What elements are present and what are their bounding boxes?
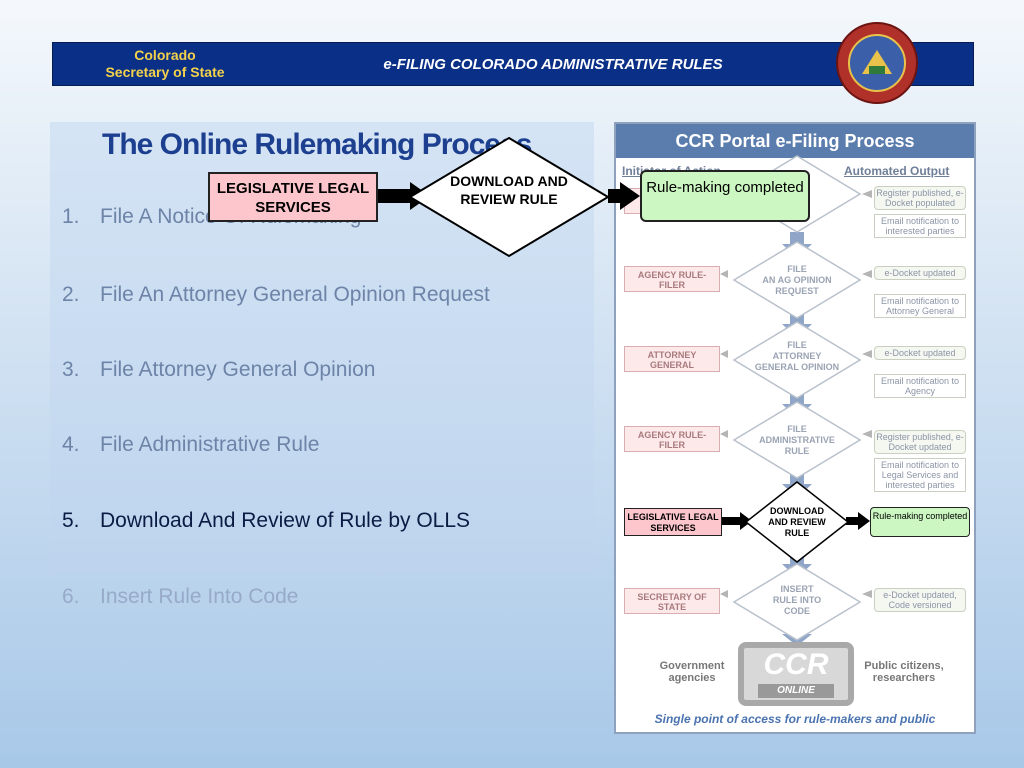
output-box-row-6: e-Docket updated, Code versioned bbox=[874, 588, 966, 612]
portal-title: CCR Portal e-Filing Process bbox=[616, 124, 974, 158]
public-citizens-label: Public citizens, researchers bbox=[864, 660, 944, 684]
process-line-3: GENERAL OPINION bbox=[754, 362, 840, 372]
step-item-6: 6. Insert Rule Into Code bbox=[62, 585, 602, 609]
step-number: 3. bbox=[62, 358, 80, 381]
process-line-1: DOWNLOAD bbox=[770, 506, 824, 516]
process-diamond-row-2 bbox=[732, 241, 862, 319]
org-name: Colorado Secretary of State bbox=[53, 47, 277, 81]
portal-diagram: CCR Portal e-Filing Process Initiator of… bbox=[614, 122, 976, 734]
process-line-2: ADMINISTRATIVE bbox=[759, 435, 835, 445]
header-bar: Colorado Secretary of State e-FILING COL… bbox=[52, 42, 974, 86]
step-label: Insert Rule Into Code bbox=[100, 585, 299, 608]
output-box-row-4a: Register published, e-Docket updated bbox=[874, 430, 966, 454]
slide-title: The Online Rulemaking Process bbox=[102, 128, 532, 161]
process-diamond-row-5 bbox=[744, 481, 850, 563]
output-box-row-5: Rule-making completed bbox=[870, 507, 970, 537]
step-item-5: 5. Download And Review of Rule by OLLS bbox=[62, 509, 602, 533]
ccr-online-logo: CCR ONLINE bbox=[738, 642, 854, 706]
step-label: Download And Review of Rule by OLLS bbox=[100, 509, 471, 532]
process-line-1: FILE bbox=[787, 264, 807, 274]
process-label-row-5: DOWNLOAD AND REVIEW RULE bbox=[756, 506, 838, 539]
process-label-row-6: INSERT RULE INTO CODE bbox=[752, 584, 842, 617]
process-diamond-row-6 bbox=[732, 563, 862, 641]
process-line-2: RULE INTO bbox=[772, 595, 822, 605]
process-line-3: RULE bbox=[784, 446, 810, 456]
logo-subtext: ONLINE bbox=[758, 684, 834, 698]
process-line-2: ATTORNEY bbox=[772, 351, 822, 361]
process-line-2: AND REVIEW bbox=[768, 517, 826, 527]
process-line-1: FILE bbox=[787, 424, 807, 434]
process-line-1: FILE bbox=[787, 340, 807, 350]
org-line-2: Secretary of State bbox=[105, 64, 225, 80]
step-number: 4. bbox=[62, 433, 80, 456]
org-line-1: Colorado bbox=[134, 47, 196, 63]
process-line-3: CODE bbox=[783, 606, 810, 616]
process-line-3: REQUEST bbox=[775, 286, 819, 296]
callout-actor-box: LEGISLATIVE LEGAL SERVICES bbox=[208, 172, 378, 222]
output-box-row-2a: e-Docket updated bbox=[874, 266, 966, 280]
state-seal-icon bbox=[836, 22, 918, 104]
process-label-row-3: FILE ATTORNEY GENERAL OPINION bbox=[752, 340, 842, 373]
step-item-3: 3. File Attorney General Opinion bbox=[62, 358, 602, 382]
process-diamond-row-4 bbox=[732, 401, 862, 479]
actor-box-row-2: AGENCY RULE-FILER bbox=[624, 266, 720, 292]
step-number: 6. bbox=[62, 585, 80, 608]
actor-box-row-5: LEGISLATIVE LEGAL SERVICES bbox=[624, 508, 722, 536]
callout-process-diamond bbox=[408, 136, 610, 258]
process-diamond-row-3 bbox=[732, 321, 862, 399]
output-box-row-3b: Email notification to Agency bbox=[874, 374, 966, 398]
output-box-row-1b: Email notification to interested parties bbox=[874, 214, 966, 238]
callout-output-box: Rule-making completed bbox=[640, 170, 810, 222]
process-label-row-4: FILE ADMINISTRATIVE RULE bbox=[752, 424, 842, 457]
output-box-row-1a: Register published, e-Docket populated bbox=[874, 186, 966, 210]
actor-box-row-3: ATTORNEY GENERAL bbox=[624, 346, 720, 372]
output-column-heading: Automated Output bbox=[844, 164, 950, 178]
step-number: 2. bbox=[62, 283, 80, 306]
process-line-3: RULE bbox=[784, 528, 810, 538]
portal-footer: Single point of access for rule-makers a… bbox=[654, 712, 936, 726]
step-number: 1. bbox=[62, 205, 80, 228]
step-label: File Administrative Rule bbox=[100, 433, 320, 456]
step-label: File An Attorney General Opinion Request bbox=[100, 283, 490, 306]
process-label-row-2: FILE AN AG OPINION REQUEST bbox=[752, 264, 842, 297]
actor-box-row-6: SECRETARY OF STATE bbox=[624, 588, 720, 614]
callout-process-label: DOWNLOAD AND REVIEW RULE bbox=[450, 173, 568, 207]
output-box-row-3a: e-Docket updated bbox=[874, 346, 966, 360]
logo-text: CCR bbox=[763, 648, 829, 681]
header-title: e-FILING COLORADO ADMINISTRATIVE RULES bbox=[383, 56, 723, 73]
step-label: File Attorney General Opinion bbox=[100, 358, 376, 381]
government-agencies-label: Government agencies bbox=[659, 660, 725, 684]
step-item-4: 4. File Administrative Rule bbox=[62, 433, 602, 457]
actor-box-row-4: AGENCY RULE-FILER bbox=[624, 426, 720, 452]
process-line-2: AN AG OPINION bbox=[762, 275, 832, 285]
output-box-row-4b: Email notification to Legal Services and… bbox=[874, 458, 966, 492]
step-number: 5. bbox=[62, 509, 80, 532]
process-line-1: INSERT bbox=[780, 584, 814, 594]
output-box-row-2b: Email notification to Attorney General bbox=[874, 294, 966, 318]
step-item-2: 2. File An Attorney General Opinion Reque… bbox=[62, 283, 602, 307]
